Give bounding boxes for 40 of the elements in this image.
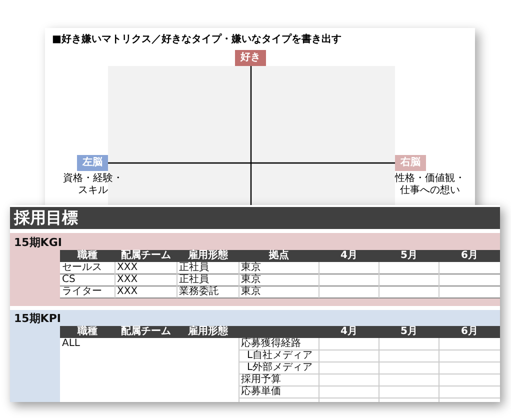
column-header: 4月 (340, 250, 358, 262)
column-header: 4月 (340, 326, 358, 338)
cell-text: 東京 (241, 262, 262, 274)
section-heading: 15期KGI (14, 236, 63, 249)
cell-text: 東京 (241, 274, 262, 286)
cell-text: 応募単価 (241, 386, 282, 398)
column-header: 拠点 (268, 250, 290, 262)
cell-text: 応募獲得経路 (241, 338, 302, 350)
cell-text: XXX (117, 274, 139, 286)
sheet-title: 採用目標 (14, 208, 79, 228)
cell-text: L外部メディア (247, 362, 314, 374)
cell-text: CS (62, 274, 76, 286)
cell-text: 採用予算 (241, 374, 282, 386)
column-header: 雇用形態 (187, 326, 229, 338)
cell-text: XXX (117, 286, 139, 298)
cell-text: ライター (62, 286, 103, 298)
axis-label-box: 好き (235, 50, 266, 66)
column-header: 雇用形態 (187, 250, 229, 262)
axis-note: 性格・価値観・仕事への想い (394, 173, 466, 197)
cell-text: 正社員 (179, 274, 210, 286)
column-header: 5月 (400, 326, 418, 338)
cell-text: 正社員 (179, 262, 210, 274)
sheet-heading: ■好き嫌いマトリクス／好きなタイプ・嫌いなタイプを書き出す (52, 34, 342, 46)
column-header: 5月 (400, 250, 418, 262)
cell-text: 東京 (241, 286, 262, 298)
column-header: 6月 (460, 326, 479, 338)
column-header: 配属チーム (120, 326, 172, 338)
axis-note: 資格・経験・スキル (62, 173, 124, 197)
column-header: 配属チーム (120, 250, 172, 262)
section-heading: 15期KPI (14, 312, 62, 325)
column-header: 6月 (460, 250, 479, 262)
axis-label-box: 左脳 (77, 155, 108, 171)
axis-label-box: 右脳 (395, 155, 426, 171)
cell-text: 業務委託 (179, 286, 220, 298)
column-header: 職種 (76, 250, 98, 262)
cell-text: ALL (62, 338, 81, 350)
column-header: 職種 (76, 326, 98, 338)
cell-text: セールス (62, 262, 103, 274)
cell-text: L自社メディア (247, 350, 314, 362)
cell-text: XXX (117, 262, 139, 274)
